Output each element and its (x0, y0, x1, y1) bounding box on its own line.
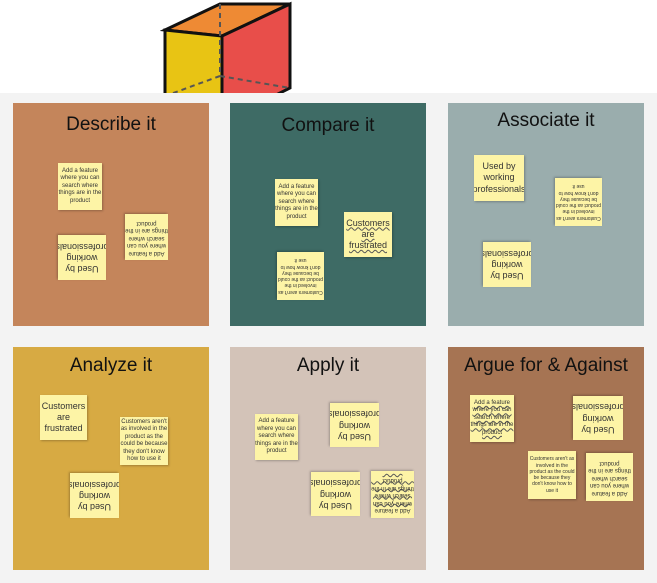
panel-compare: Compare it Add a feature where you can s… (230, 103, 426, 326)
sticky-note[interactable]: Customers aren't as involved in the prod… (277, 252, 324, 300)
sticky-note[interactable]: Used by working professionals (311, 472, 360, 516)
sticky-note[interactable]: Customers are frustrated (40, 395, 87, 440)
sticky-note[interactable]: Used by working professionals (474, 155, 524, 201)
panel-describe: Describe it Add a feature where you can … (13, 103, 209, 326)
panel-title: Analyze it (69, 355, 153, 376)
panel-associate: Associate it Used by working professiona… (448, 103, 644, 326)
panel-argue: Argue for & Against Add a feature where … (448, 347, 644, 570)
sticky-note[interactable]: Used by working professionals (58, 235, 106, 280)
panel-apply: Apply it Add a feature where you can sea… (230, 347, 426, 570)
panel-title: Apply it (296, 355, 360, 376)
sticky-note[interactable]: Add a feature where you can search where… (586, 453, 633, 501)
panel-title: Argue for & Against (464, 355, 628, 376)
sticky-note[interactable]: Customers aren't as involved in the prod… (528, 451, 576, 499)
panel-title: Compare it (281, 115, 375, 136)
sticky-note[interactable]: Used by working professionals (330, 403, 379, 447)
sticky-note[interactable]: Add a feature where you can search where… (275, 179, 318, 226)
panel-title: Describe it (66, 114, 156, 135)
sticky-note[interactable]: Used by working professionals (573, 396, 623, 440)
sticky-note[interactable]: Customers are frustrated (344, 212, 392, 257)
sticky-note[interactable]: Used by working professionals (70, 473, 119, 518)
sticky-note[interactable]: Add a feature where you can search where… (58, 163, 102, 210)
sticky-note[interactable]: Add a feature where you can search where… (470, 395, 514, 442)
sticky-note[interactable]: Customers aren't as involved in the prod… (120, 417, 168, 465)
panel-analyze: Analyze it Customers are frustrated Cust… (13, 347, 209, 570)
sticky-note[interactable]: Customers aren't as involved in the prod… (555, 178, 602, 226)
sticky-note[interactable]: Add a feature where you can search where… (255, 414, 298, 460)
sticky-note[interactable]: Used by working professionals (483, 242, 531, 287)
panel-title: Associate it (497, 110, 595, 131)
sticky-note[interactable]: Add a feature where you can search where… (371, 471, 414, 518)
sticky-note[interactable]: Add a feature where you can search where… (125, 214, 168, 260)
